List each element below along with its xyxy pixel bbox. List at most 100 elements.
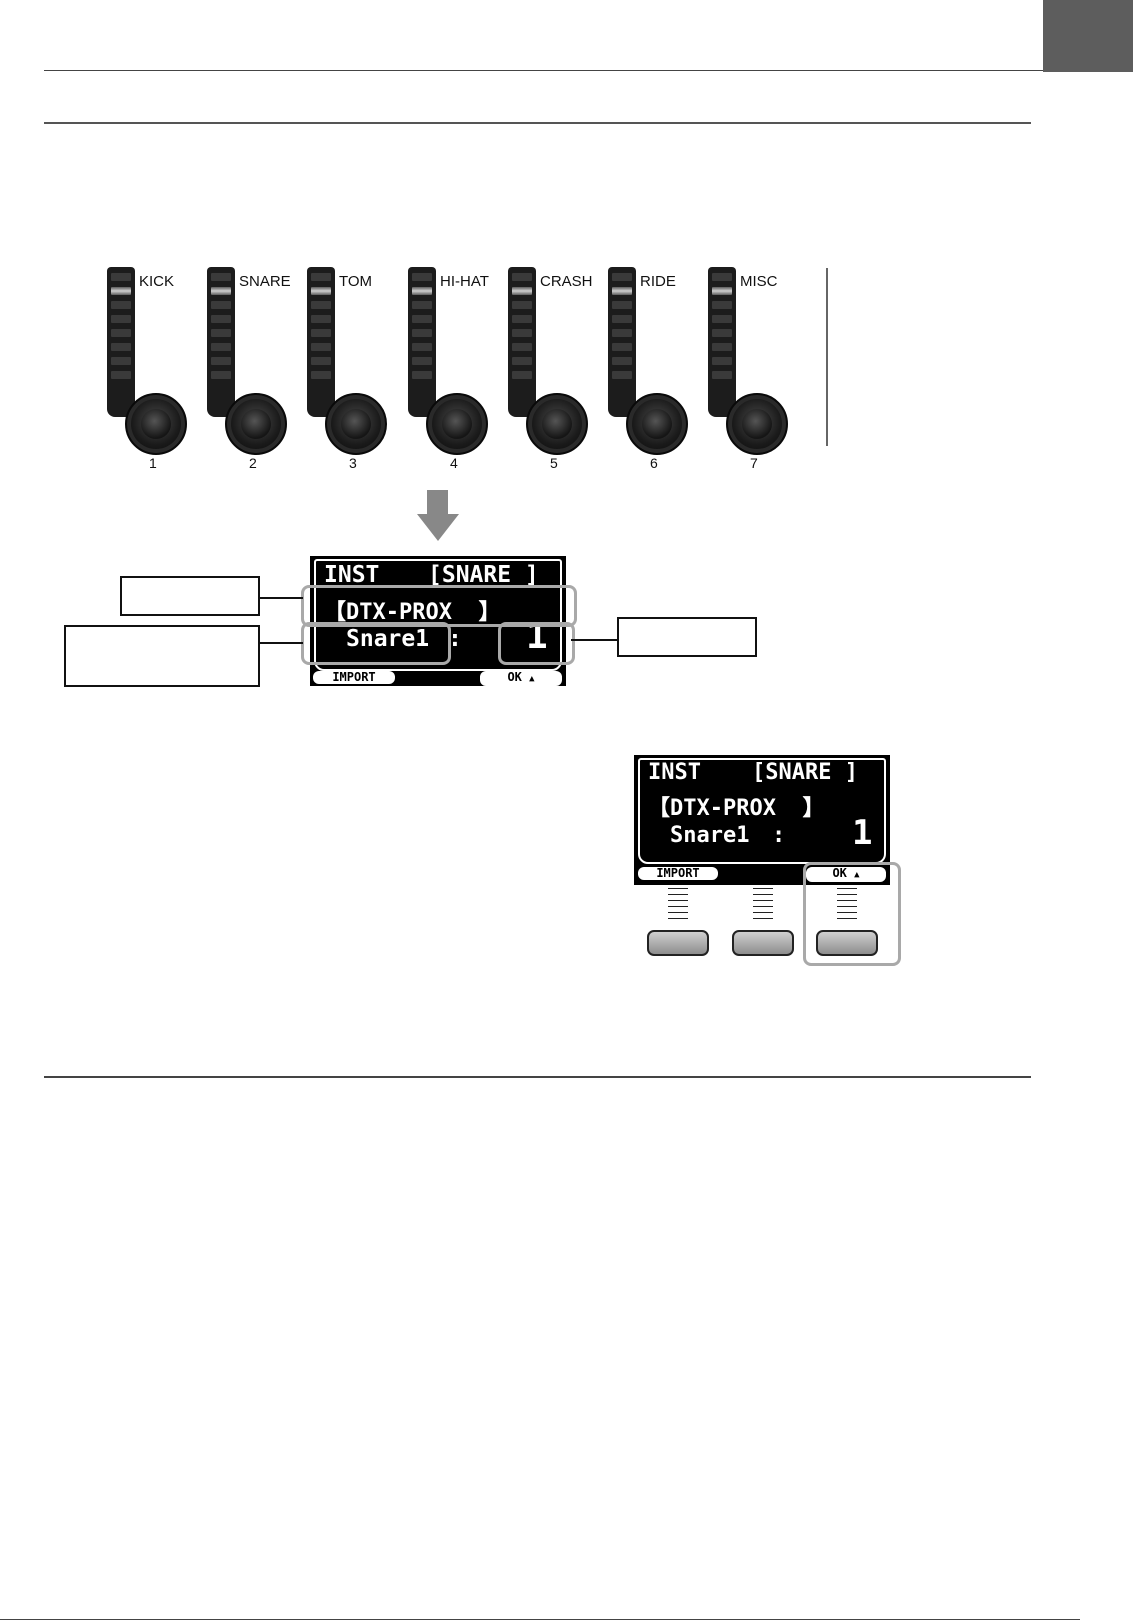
level-segment xyxy=(211,315,231,323)
highlight-ok-button xyxy=(803,862,901,966)
softkey-import-label: IMPORT xyxy=(656,866,700,880)
lcd-mode: INST xyxy=(324,562,380,588)
knob-label: RIDE xyxy=(640,273,676,290)
knob-label: KICK xyxy=(139,273,175,290)
level-segment xyxy=(311,343,331,351)
softkey-ok: OK ▲ xyxy=(480,671,562,686)
level-segment xyxy=(712,371,732,379)
button-1-ticks xyxy=(668,888,688,924)
level-segment xyxy=(512,343,532,351)
level-segment xyxy=(712,315,732,323)
section-rule-top xyxy=(44,122,1031,124)
knob-2[interactable] xyxy=(225,393,287,455)
function-button-1[interactable] xyxy=(647,930,709,956)
lcd-category: [SNARE ] xyxy=(752,760,858,785)
callout-voice xyxy=(64,625,260,687)
level-bar xyxy=(708,267,736,417)
level-segment xyxy=(612,371,632,379)
knob-7[interactable] xyxy=(726,393,788,455)
level-segment xyxy=(412,343,432,351)
leader-voice xyxy=(258,642,303,644)
footer-rule xyxy=(0,1619,1080,1620)
lcd-separator: : xyxy=(772,823,786,848)
knob-group-ride: RIDE 6 xyxy=(606,265,706,471)
level-segment xyxy=(512,329,532,337)
knob-label: SNARE xyxy=(239,273,291,290)
knob-number: 3 xyxy=(349,455,357,471)
softkey-ok-label: OK xyxy=(832,866,847,880)
knob-3[interactable] xyxy=(325,393,387,455)
level-bar xyxy=(307,267,335,417)
lcd-kit: 【DTX-PROX 】 xyxy=(324,600,501,625)
level-segment xyxy=(311,315,331,323)
knob-4[interactable] xyxy=(426,393,488,455)
knob-label: HI-HAT xyxy=(440,273,489,290)
panel-divider xyxy=(826,268,828,446)
button-2-ticks xyxy=(753,888,773,924)
lcd-value: 1 xyxy=(852,813,873,853)
level-bar xyxy=(207,267,235,417)
knob-number: 7 xyxy=(750,455,758,471)
level-segment xyxy=(311,273,331,281)
level-segment xyxy=(412,273,432,281)
lcd-frame xyxy=(314,559,562,671)
level-segment xyxy=(211,329,231,337)
header-rule xyxy=(44,70,1043,71)
level-segment xyxy=(111,357,131,365)
knob-number: 5 xyxy=(550,455,558,471)
up-triangle-icon: ▲ xyxy=(854,870,860,880)
lcd-voice: Snare1 xyxy=(670,823,750,848)
level-bar xyxy=(508,267,536,417)
knob-6[interactable] xyxy=(626,393,688,455)
level-segment xyxy=(412,315,432,323)
level-segment xyxy=(512,357,532,365)
level-segment xyxy=(712,343,732,351)
level-segment xyxy=(311,329,331,337)
knob-group-misc: MISC 7 xyxy=(706,265,806,471)
level-segment xyxy=(512,273,532,281)
knob-group-crash: CRASH 5 xyxy=(506,265,606,471)
softkey-import-label: IMPORT xyxy=(332,670,376,684)
level-segment xyxy=(412,357,432,365)
level-segment xyxy=(612,287,632,295)
knob-5[interactable] xyxy=(526,393,588,455)
function-button-3[interactable] xyxy=(816,930,878,956)
level-segment xyxy=(612,315,632,323)
knob-1[interactable] xyxy=(125,393,187,455)
level-segment xyxy=(612,273,632,281)
level-segment xyxy=(412,371,432,379)
knob-group-hi-hat: HI-HAT 4 xyxy=(406,265,506,471)
level-segment xyxy=(512,371,532,379)
level-segment xyxy=(712,357,732,365)
softkey-import: IMPORT xyxy=(638,867,718,880)
level-segment xyxy=(111,371,131,379)
level-segment xyxy=(712,301,732,309)
function-button-2[interactable] xyxy=(732,930,794,956)
knob-number: 1 xyxy=(149,455,157,471)
level-segment xyxy=(311,301,331,309)
highlight-voice xyxy=(301,622,451,665)
level-segment xyxy=(211,301,231,309)
level-segment xyxy=(612,301,632,309)
level-segment xyxy=(612,343,632,351)
callout-kit xyxy=(120,576,260,616)
softkey-import: IMPORT xyxy=(313,671,395,684)
level-segment xyxy=(412,329,432,337)
level-segment xyxy=(512,287,532,295)
leader-kit xyxy=(258,597,303,599)
knob-group-tom: TOM 3 xyxy=(305,265,405,471)
section-rule-bottom xyxy=(44,1076,1031,1078)
level-segment xyxy=(612,357,632,365)
level-bar xyxy=(107,267,135,417)
level-segment xyxy=(211,287,231,295)
level-segment xyxy=(612,329,632,337)
level-segment xyxy=(712,287,732,295)
lcd-category: [SNARE ] xyxy=(428,562,539,588)
level-bar xyxy=(608,267,636,417)
level-segment xyxy=(111,301,131,309)
level-segment xyxy=(412,301,432,309)
knob-label: MISC xyxy=(740,273,778,290)
callout-value xyxy=(617,617,757,657)
button-3-ticks xyxy=(837,888,857,924)
level-bar xyxy=(408,267,436,417)
